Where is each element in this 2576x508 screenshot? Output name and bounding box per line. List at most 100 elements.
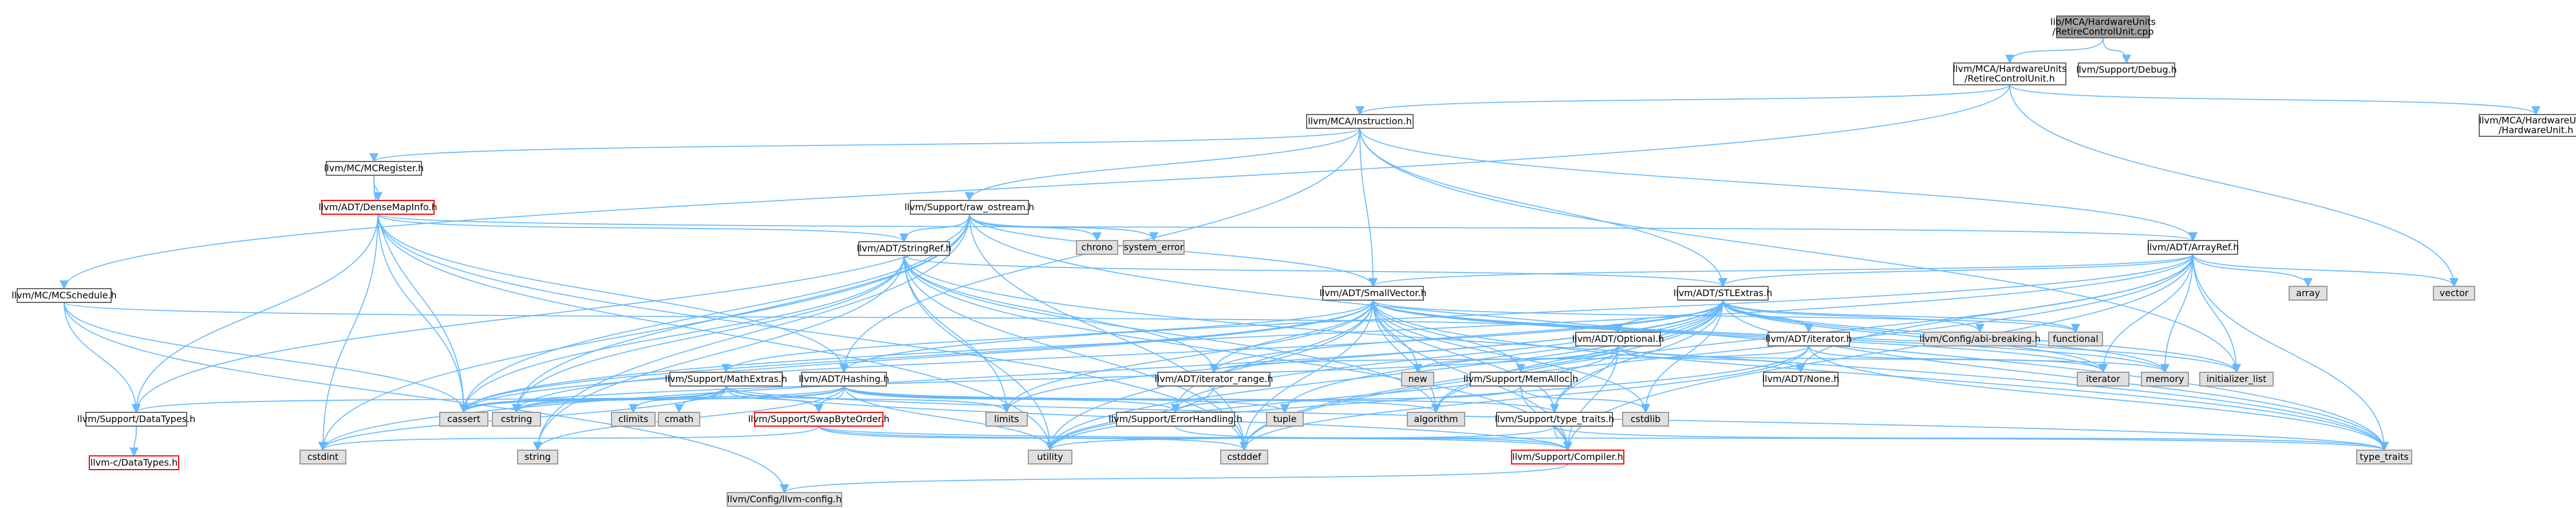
node-new_h[interactable]: new — [1401, 372, 1434, 387]
node-label-hashing: llvm/ADT/Hashing.h — [799, 373, 889, 384]
edge-densemapinfo-to-stringref — [377, 214, 909, 243]
node-errorhandling[interactable]: llvm/Support/ErrorHandling.h — [1108, 412, 1242, 427]
edge-stringref-to-string — [532, 255, 905, 451]
node-vector[interactable]: vector — [2433, 286, 2475, 301]
edge-optional-to-compiler — [1563, 345, 1619, 451]
node-array[interactable]: array — [2289, 286, 2328, 301]
node-box-memory — [2141, 372, 2189, 387]
node-cstring[interactable]: cstring — [492, 412, 541, 427]
node-stringref[interactable]: llvm/ADT/StringRef.h — [857, 241, 952, 256]
node-swapbyteorder[interactable]: llvm/Support/SwapByteOrder.h — [748, 412, 890, 427]
node-abi_breaking[interactable]: llvm/Config/abi-breaking.h — [1919, 332, 2041, 346]
node-cstdint[interactable]: cstdint — [299, 450, 346, 464]
edge-stlextras-to-limits — [1002, 300, 1723, 414]
node-layer: lib/MCA/HardwareUnits/RetireControlUnit.… — [11, 15, 2576, 507]
node-compiler[interactable]: llvm/Support/Compiler.h — [1511, 450, 1624, 464]
node-hwunit[interactable]: llvm/MCA/HardwareUnits/HardwareUnit.h — [2479, 114, 2576, 137]
node-c_datatypes[interactable]: llvm-c/DataTypes.h — [89, 455, 179, 470]
node-mcregister[interactable]: llvm/MC/MCRegister.h — [324, 161, 424, 176]
node-system_error[interactable]: system_error — [1123, 240, 1185, 255]
node-hashing[interactable]: llvm/ADT/Hashing.h — [799, 372, 889, 387]
node-box-arrayref — [2148, 240, 2238, 255]
node-box-raw_ostream — [910, 200, 1029, 215]
node-limits[interactable]: limits — [985, 412, 1028, 427]
node-root[interactable]: lib/MCA/HardwareUnits/RetireControlUnit.… — [2050, 15, 2156, 38]
edge-arrayref-to-cassert — [459, 254, 2194, 414]
node-initializer_list[interactable]: initializer_list — [2199, 372, 2274, 387]
node-functional[interactable]: functional — [2048, 332, 2103, 346]
node-cstddef[interactable]: cstddef — [1220, 450, 1268, 464]
node-iterator_sys[interactable]: iterator — [2077, 372, 2129, 387]
node-iterator_range[interactable]: llvm/ADT/iterator_range.h — [1154, 372, 1273, 387]
node-iterator_h[interactable]: llvm/ADT/iterator.h — [1765, 332, 1852, 346]
node-box-root — [2056, 15, 2150, 38]
edge-memalloc-to-cstdlib — [1520, 385, 1651, 414]
node-memory[interactable]: memory — [2141, 372, 2189, 387]
edge-raw_ostream-to-cstddef — [969, 214, 1249, 451]
edge-smallvector-to-errorhandling — [1170, 300, 1374, 414]
node-chrono[interactable]: chrono — [1076, 240, 1118, 255]
edge-swapbyteorder-to-cstddef — [818, 426, 1249, 451]
node-datatypes[interactable]: llvm/Support/DataTypes.h — [77, 412, 196, 427]
edge-type_traits_h-to-compiler — [1554, 426, 1573, 451]
node-label-densemapinfo: llvm/ADT/DenseMapInfo.h — [318, 202, 437, 212]
node-none_h[interactable]: llvm/ADT/None.h — [1762, 372, 1840, 387]
node-instruction[interactable]: llvm/MCA/Instruction.h — [1306, 114, 1414, 129]
edge-type_traits_h-to-type_traits_sys — [1554, 426, 2389, 451]
node-label-optional: llvm/ADT/Optional.h — [1572, 333, 1664, 344]
node-memalloc[interactable]: llvm/Support/MemAlloc.h — [1463, 372, 1579, 387]
edge-raw_ostream-to-string — [532, 214, 970, 451]
edge-smallvector-to-new_h — [1372, 300, 1423, 373]
node-stlextras[interactable]: llvm/ADT/STLExtras.h — [1674, 286, 1772, 301]
node-tuple[interactable]: tuple — [1266, 412, 1304, 427]
node-cassert[interactable]: cassert — [439, 412, 488, 427]
edge-swapbyteorder-to-cstdint — [318, 426, 819, 451]
node-box-vector — [2433, 286, 2475, 301]
node-box-chrono — [1076, 240, 1118, 255]
node-densemapinfo[interactable]: llvm/ADT/DenseMapInfo.h — [318, 200, 437, 215]
edge-arrayref-to-initializer_list — [2192, 254, 2242, 373]
node-box-system_error — [1123, 240, 1185, 255]
node-rcu_h[interactable]: llvm/MCA/HardwareUnits/RetireControlUnit… — [1953, 62, 2067, 85]
node-mathextras[interactable]: llvm/Support/MathExtras.h — [665, 372, 787, 387]
node-type_traits_h[interactable]: llvm/Support/type_traits.h — [1495, 412, 1615, 427]
edge-rcu_h-to-mcschedule — [60, 84, 2010, 290]
node-box-stringref — [858, 241, 950, 256]
node-box-new_h — [1401, 372, 1434, 387]
edge-instruction-to-initializer_list — [1359, 128, 2241, 373]
node-climits[interactable]: climits — [611, 412, 656, 427]
node-label-none_h: llvm/ADT/None.h — [1762, 373, 1840, 384]
edge-smallvector-to-algorithm — [1372, 300, 1441, 414]
edge-stlextras-to-utility — [1046, 300, 1723, 451]
node-box-iterator_sys — [2077, 372, 2129, 387]
node-utility[interactable]: utility — [1028, 450, 1072, 464]
edge-arrayref-to-stlextras — [1718, 254, 2194, 288]
node-label-cstring: cstring — [501, 414, 532, 424]
node-arrayref[interactable]: llvm/ADT/ArrayRef.h — [2147, 240, 2239, 255]
node-raw_ostream[interactable]: llvm/Support/raw_ostream.h — [905, 200, 1035, 215]
edge-smallvector-to-limits — [1001, 300, 1374, 414]
node-cstdlib[interactable]: cstdlib — [1622, 412, 1669, 427]
edge-densemapinfo-to-arrayref — [377, 214, 2197, 242]
node-string[interactable]: string — [517, 450, 558, 464]
node-label-mcschedule: llvm/MC/MCSchedule.h — [11, 290, 116, 301]
node-box-utility — [1028, 450, 1072, 464]
node-label-stlextras: llvm/ADT/STLExtras.h — [1674, 288, 1772, 298]
node-optional[interactable]: llvm/ADT/Optional.h — [1572, 332, 1664, 346]
edge-instruction-to-stlextras — [1359, 128, 1728, 288]
node-mcschedule[interactable]: llvm/MC/MCSchedule.h — [11, 288, 117, 303]
node-label-mcregister: llvm/MC/MCRegister.h — [324, 163, 424, 174]
node-debug[interactable]: llvm/Support/Debug.h — [2076, 62, 2177, 77]
node-type_traits_sys[interactable]: type_traits — [2356, 450, 2412, 464]
edge-smallvector-to-functional — [1372, 300, 2080, 333]
edge-densemapinfo-to-cstdint — [318, 214, 378, 451]
node-algorithm[interactable]: algorithm — [1407, 412, 1465, 427]
node-label-new_h: new — [1408, 373, 1427, 384]
node-cmath[interactable]: cmath — [658, 412, 700, 427]
node-box-datatypes — [85, 412, 187, 427]
node-smallvector[interactable]: llvm/ADT/SmallVector.h — [1320, 286, 1427, 301]
node-label-tuple: tuple — [1273, 414, 1297, 424]
node-llvm_config[interactable]: llvm/Config/llvm-config.h — [727, 492, 842, 507]
node-box-mathextras — [669, 372, 783, 387]
edge-instruction-to-smallvector — [1359, 128, 1378, 288]
